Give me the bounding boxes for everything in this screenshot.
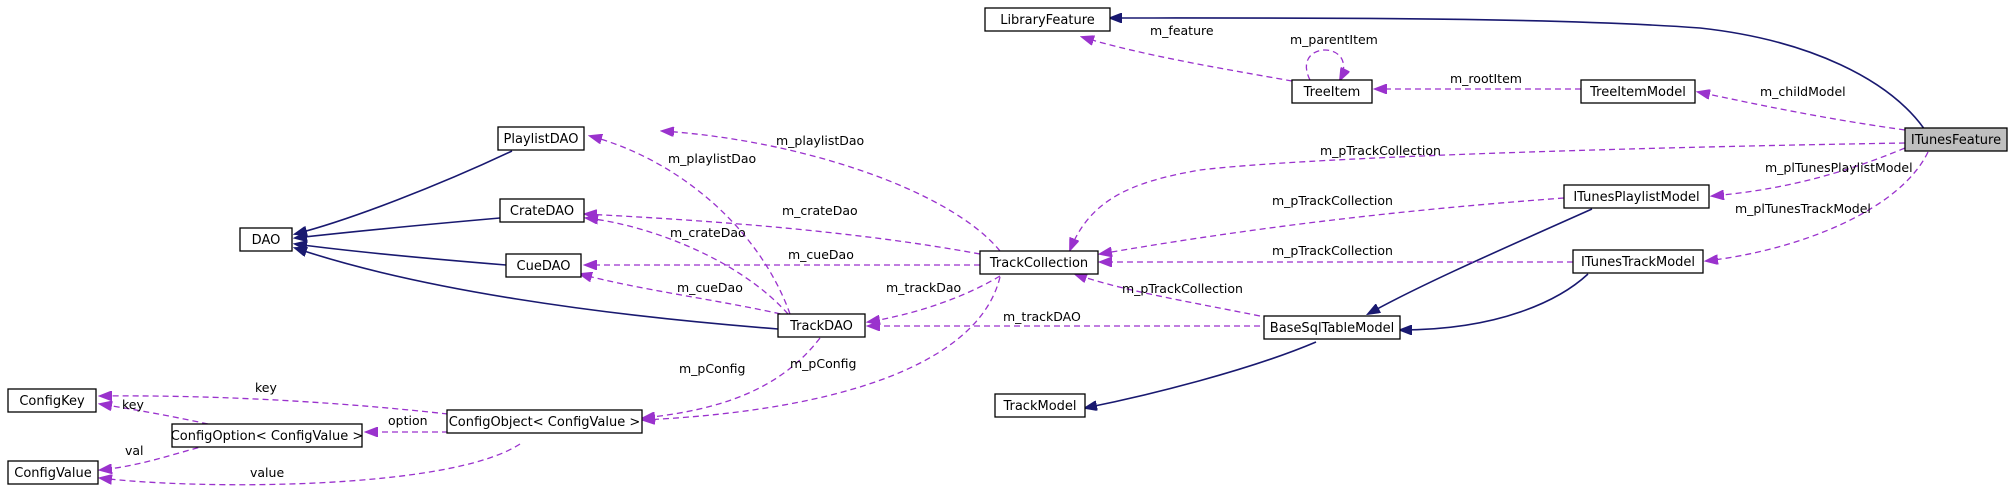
edge-playlistdao-dao [295, 150, 513, 234]
edge-label-key-obj: key [255, 380, 277, 395]
node-itunestrackmodel[interactable]: ITunesTrackModel [1572, 249, 1704, 274]
edge-label-m-parentitem: m_parentItem [1290, 32, 1378, 47]
node-label-cratedao: CrateDAO [510, 204, 574, 219]
node-cratedao[interactable]: CrateDAO [499, 198, 585, 223]
edge-trackdao-cratedao [586, 218, 789, 315]
edge-trackmodel-basesqltablemodel [1085, 341, 1317, 408]
node-label-configoption: ConfigOption< ConfigValue > [171, 429, 364, 444]
edge-treeitem-libraryfeature [1082, 37, 1293, 82]
edge-itunesfeature-trackcollection [1070, 142, 1906, 250]
node-label-itunestrackmodel: ITunesTrackModel [1581, 255, 1695, 270]
node-configoption[interactable]: ConfigOption< ConfigValue > [171, 423, 364, 448]
edge-label-m-cratedao-td: m_crateDao [670, 225, 746, 240]
edge-itunestrackmodel-basesqltablemodel [1400, 273, 1589, 330]
node-label-trackmodel: TrackModel [1002, 399, 1076, 414]
edge-trackcollection-configobject [643, 276, 1001, 420]
node-dao[interactable]: DAO [239, 227, 293, 252]
edge-label-m-ptrackcollection-plm: m_pTrackCollection [1272, 193, 1393, 208]
edge-label-m-rootitem: m_rootItem [1450, 71, 1522, 86]
edge-configoption-configvalue [100, 444, 209, 470]
edge-label-m-ptrackcollection-tm: m_pTrackCollection [1272, 243, 1393, 258]
edge-label-m-pconfig-tc: m_pConfig [790, 356, 856, 371]
node-libraryfeature[interactable]: LibraryFeature [984, 7, 1111, 32]
edge-basesqltablemodel-trackcollection [1075, 274, 1261, 317]
edge-itunesfeature-treeitemmodel [1698, 92, 1906, 131]
edge-itunesfeature-itunestrackmodel [1706, 151, 1929, 261]
node-cuedao[interactable]: CueDAO [505, 253, 582, 278]
edge-label-value: value [250, 465, 284, 480]
node-trackcollection[interactable]: TrackCollection [979, 250, 1099, 275]
edge-itunesfeature-libraryfeature [1110, 18, 1926, 131]
edge-label-m-cuedao-td: m_cueDao [677, 280, 743, 295]
edge-label-m-feature: m_feature [1150, 23, 1214, 38]
node-playlistdao[interactable]: PlaylistDAO [497, 126, 585, 151]
edge-label-m-cratedao-tc: m_crateDao [782, 203, 858, 218]
node-itunesplaylistmodel[interactable]: ITunesPlaylistModel [1563, 184, 1710, 209]
node-label-configvalue: ConfigValue [14, 466, 91, 481]
node-configobject[interactable]: ConfigObject< ConfigValue > [446, 409, 643, 434]
edge-label-m-ptrackcollection-bsq: m_pTrackCollection [1122, 281, 1243, 296]
node-label-itunesfeature: ITunesFeature [1911, 133, 2001, 148]
edge-treeitem-self [1305, 49, 1343, 80]
edge-trackdao-playlistdao [590, 136, 791, 315]
edge-label-m-trackdao: m_trackDao [886, 280, 961, 295]
node-trackmodel[interactable]: TrackModel [994, 393, 1086, 418]
inheritance-edges [295, 18, 1926, 408]
node-label-configkey: ConfigKey [19, 394, 85, 409]
edge-cratedao-dao [295, 217, 501, 238]
node-label-treeitem: TreeItem [1303, 85, 1361, 100]
edge-label-m-playlistdao-td: m_playlistDao [668, 151, 756, 166]
edge-trackcollection-cratedao [585, 214, 981, 255]
node-basesqltablemodel[interactable]: BaseSqlTableModel [1263, 315, 1401, 340]
edge-itunesplaylistmodel-basesqltablemodel [1368, 208, 1593, 314]
node-itunesfeature[interactable]: ITunesFeature [1904, 127, 2008, 152]
node-label-trackcollection: TrackCollection [989, 256, 1088, 271]
node-label-libraryfeature: LibraryFeature [1000, 13, 1095, 28]
node-treeitemmodel[interactable]: TreeItemModel [1580, 79, 1696, 104]
nodes: LibraryFeature TreeItem TreeItemModel IT… [7, 7, 2008, 485]
edge-configoption-configkey [100, 404, 209, 425]
edge-label-key-opt: key [122, 397, 144, 412]
edge-itunesplaylistmodel-trackcollection [1100, 197, 1565, 254]
edge-label-m-playlistdao-tc: m_playlistDao [776, 133, 864, 148]
node-label-treeitemmodel: TreeItemModel [1589, 85, 1686, 100]
node-treeitem[interactable]: TreeItem [1291, 79, 1373, 104]
edge-label-m-pltunestrackmodel: m_plTunesTrackModel [1735, 201, 1871, 216]
edge-configobject-configkey [100, 396, 449, 415]
edge-trackcollection-trackdao [868, 275, 1001, 322]
node-configkey[interactable]: ConfigKey [7, 388, 97, 413]
edge-label-m-childmodel: m_childModel [1760, 84, 1846, 99]
edge-label-option: option [388, 413, 428, 428]
node-label-itunesplaylistmodel: ITunesPlaylistModel [1573, 190, 1699, 205]
node-label-dao: DAO [252, 233, 281, 248]
node-label-playlistdao: PlaylistDAO [504, 132, 579, 147]
edge-label-m-ptrackcollection-top: m_pTrackCollection [1320, 143, 1441, 158]
node-configvalue[interactable]: ConfigValue [7, 460, 99, 485]
edge-trackdao-cuedao [580, 274, 791, 317]
node-label-basesqltablemodel: BaseSqlTableModel [1270, 321, 1394, 336]
node-label-trackdao: TrackDAO [789, 319, 853, 334]
edge-itunesfeature-itunesplaylistmodel [1712, 147, 1906, 196]
edge-label-m-trackdao-bsq: m_trackDAO [1003, 309, 1081, 324]
edge-trackdao-dao [295, 248, 779, 330]
edge-trackcollection-playlistdao [662, 131, 1001, 252]
edge-configobject-configvalue [100, 443, 521, 486]
edge-trackdao-configobject [643, 337, 821, 418]
edge-label-val: val [125, 443, 144, 458]
edge-label-m-pltunesplaylistmodel: m_plTunesPlaylistModel [1765, 160, 1913, 175]
edge-label-m-pconfig-td: m_pConfig [679, 361, 745, 376]
node-label-configobject: ConfigObject< ConfigValue > [449, 415, 641, 430]
edge-label-m-cuedao-tc: m_cueDao [788, 247, 854, 262]
node-trackdao[interactable]: TrackDAO [777, 313, 866, 338]
usage-edges [100, 37, 1929, 486]
edge-cuedao-dao [295, 244, 507, 266]
node-label-cuedao: CueDAO [517, 259, 571, 274]
edge-labels: m_feature m_parentItem m_rootItem m_chil… [122, 23, 1913, 480]
